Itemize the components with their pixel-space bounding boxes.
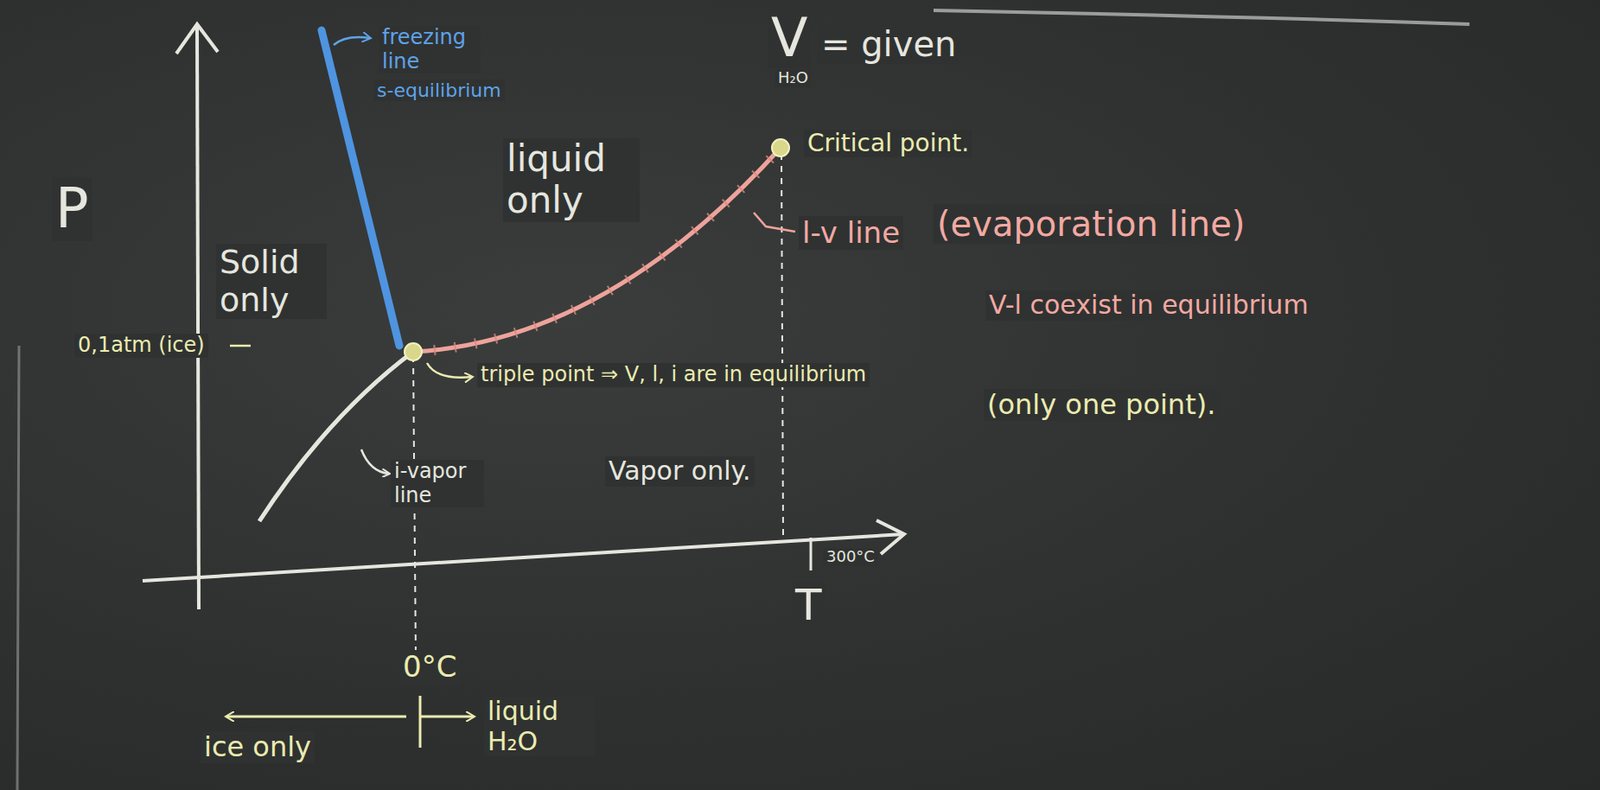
leader-arrow: [361, 449, 389, 474]
dashed-guide: [781, 153, 784, 536]
leader-arrow: [333, 37, 370, 45]
temperature-value: 0°C: [399, 650, 460, 684]
note: (only one point).: [983, 388, 1219, 421]
direction-arrow: [226, 715, 407, 719]
divider-tick: [419, 695, 422, 748]
leader-dash: [229, 344, 251, 348]
pressure-note: 0,1atm (ice): [74, 333, 209, 358]
pressure-axis: [197, 25, 199, 610]
variable-symbol: V: [767, 6, 811, 69]
subscript: H₂O: [774, 69, 812, 88]
region-label: liquid only: [503, 138, 640, 223]
temperature-value: 300°C: [822, 548, 879, 567]
given-note: = given: [817, 24, 960, 64]
chalk-stroke: [933, 10, 1470, 25]
leader-arrow: [427, 363, 472, 378]
leader-hook: [753, 212, 796, 232]
axis-arrowhead: [176, 24, 218, 54]
phase-line-label: i-vapor line: [390, 459, 485, 508]
region-note: ice only: [200, 731, 315, 764]
phase-line-label: freezing line: [378, 25, 481, 74]
region-label: Vapor only.: [605, 456, 755, 487]
phase-line-label: s-equilibrium: [373, 79, 505, 102]
board-edge: [17, 345, 20, 790]
phase-line-label: (evaporation line): [933, 203, 1249, 244]
point-label: Critical point.: [803, 129, 973, 158]
axis-arrowhead: [876, 520, 905, 555]
note: V-l coexist in equilibrium: [985, 290, 1313, 321]
axis-tick: [809, 537, 813, 571]
triple-point-dot: [404, 343, 422, 361]
direction-arrow: [420, 715, 474, 719]
region-note: liquid H₂O: [484, 696, 595, 757]
axis-label: T: [791, 580, 826, 632]
region-label: Solid only: [216, 243, 327, 319]
phase-line-label: l-v line: [798, 216, 904, 250]
point-label: triple point ⇒ V, l, i are in equilibriu…: [477, 363, 870, 388]
axis-label: P: [51, 177, 93, 242]
critical-point-dot: [771, 139, 790, 157]
freezing-line: [321, 30, 400, 346]
temperature-axis: [142, 534, 904, 581]
